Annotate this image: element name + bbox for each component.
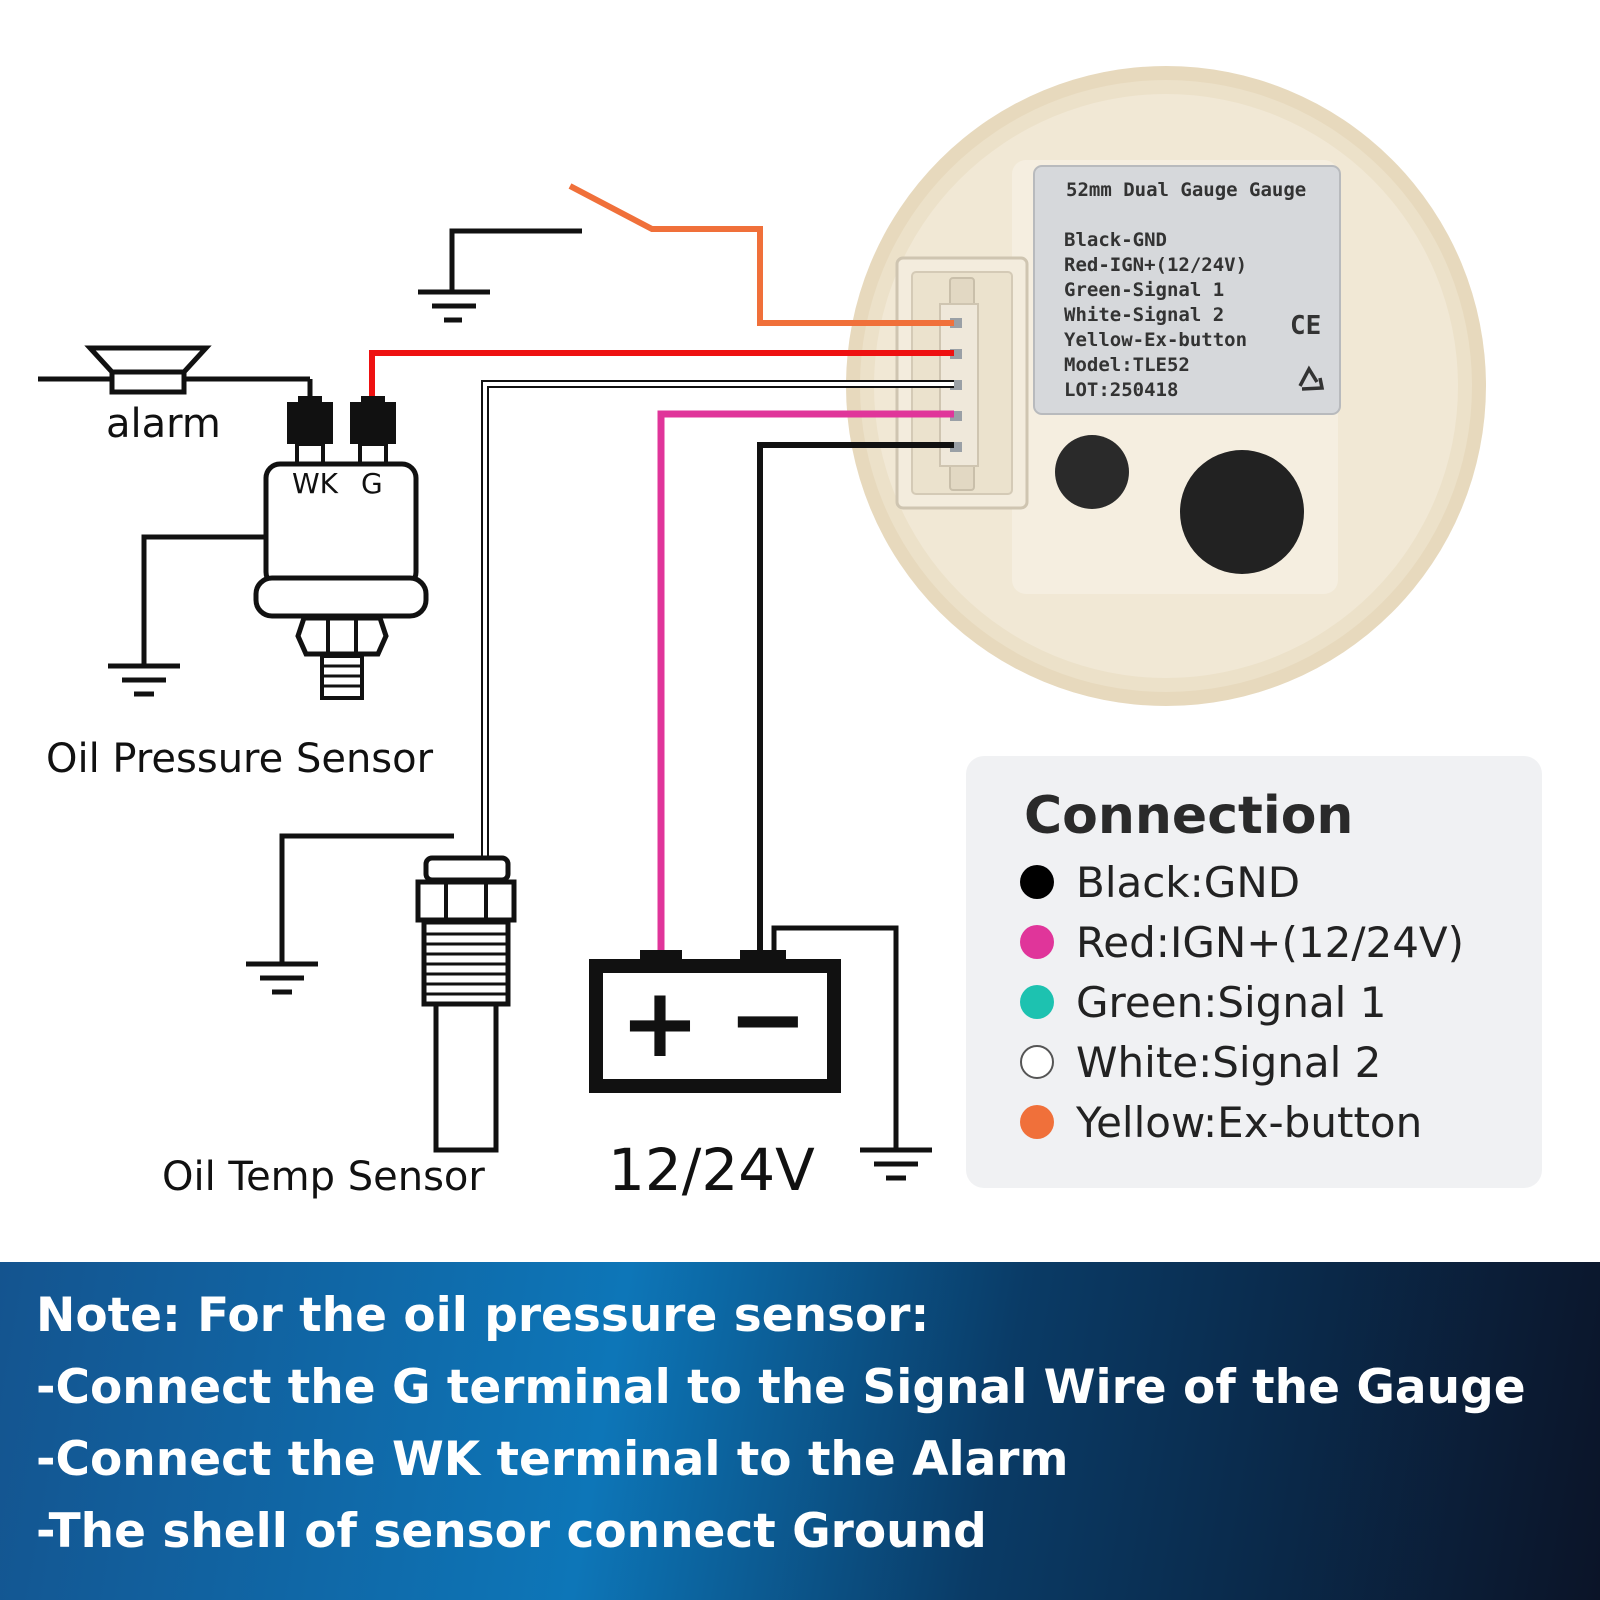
ce-mark: CE	[1290, 311, 1321, 341]
legend-item: Green:Signal 1	[1020, 974, 1386, 1030]
black-wire	[757, 442, 954, 950]
voltage-label: 12/24V	[608, 1136, 815, 1204]
connection-legend: Connection Black:GND Red:IGN+(12/24V) Gr…	[966, 756, 1542, 1188]
legend-item: Yellow:Ex-button	[1020, 1094, 1422, 1150]
legend-item-label: Yellow:Ex-button	[1076, 1097, 1423, 1147]
battery-icon: + −	[589, 950, 841, 1093]
gauge-sticker: 52mm Dual Gauge Gauge Black-GND Red-IGN+…	[1033, 165, 1341, 415]
oil-pressure-sensor-icon	[253, 396, 429, 700]
switch-ground-icon	[418, 228, 582, 323]
alarm-label: alarm	[106, 401, 221, 447]
sticker-line: LOT:250418	[1064, 379, 1178, 401]
oil-pressure-sensor-label: Oil Pressure Sensor	[46, 736, 434, 782]
note-line: -Connect the G terminal to the Signal Wi…	[36, 1360, 1526, 1415]
sticker-line: Yellow-Ex-button	[1064, 329, 1247, 351]
legend-item: White:Signal 2	[1020, 1034, 1381, 1090]
battery-minus-label: −	[728, 963, 808, 1075]
legend-item-label: Red:IGN+(12/24V)	[1076, 917, 1465, 967]
legend-item-label: White:Signal 2	[1076, 1037, 1382, 1087]
note-line: -The shell of sensor connect Ground	[36, 1504, 987, 1559]
magenta-dot-icon	[1020, 925, 1054, 959]
temp-ground-icon	[246, 833, 454, 995]
magenta-wire	[657, 410, 954, 950]
legend-title: Connection	[1024, 786, 1354, 846]
wires	[369, 183, 954, 950]
sticker-line: Black-GND	[1064, 229, 1167, 251]
large-button-icon	[1180, 450, 1304, 574]
green-dot-icon	[1020, 985, 1054, 1019]
note-heading: Note: For the oil pressure sensor:	[36, 1288, 930, 1343]
legend-item-label: Green:Signal 1	[1076, 977, 1387, 1027]
legend-item: Red:IGN+(12/24V)	[1020, 914, 1464, 970]
orange-wire	[568, 183, 954, 326]
sticker-line: White-Signal 2	[1064, 304, 1224, 326]
battery-ground-icon	[771, 925, 932, 1181]
red-wire	[369, 350, 954, 402]
battery-plus-label: +	[620, 967, 700, 1079]
orange-dot-icon	[1020, 1105, 1054, 1139]
alarm-icon	[38, 345, 313, 402]
pressure-ground-icon	[108, 534, 266, 697]
sticker-line: Model:TLE52	[1064, 354, 1190, 376]
oil-temp-sensor-icon	[415, 855, 517, 1153]
black-dot-icon	[1020, 865, 1054, 899]
sticker-line: Green-Signal 1	[1064, 279, 1224, 301]
recycle-icon	[1298, 365, 1325, 391]
legend-item-label: Black:GND	[1076, 857, 1301, 907]
wk-terminal-label: WK	[292, 467, 339, 500]
note-banner: Note: For the oil pressure sensor: -Conn…	[0, 1262, 1600, 1600]
white-dot-icon	[1020, 1045, 1054, 1079]
sticker-title: 52mm Dual Gauge Gauge	[1066, 179, 1306, 201]
g-terminal-label: G	[361, 467, 383, 500]
note-line: -Connect the WK terminal to the Alarm	[36, 1432, 1069, 1487]
legend-item: Black:GND	[1020, 854, 1300, 910]
oil-temp-sensor-label: Oil Temp Sensor	[162, 1154, 485, 1200]
small-button-icon	[1055, 435, 1129, 509]
sticker-line: Red-IGN+(12/24V)	[1064, 254, 1247, 276]
